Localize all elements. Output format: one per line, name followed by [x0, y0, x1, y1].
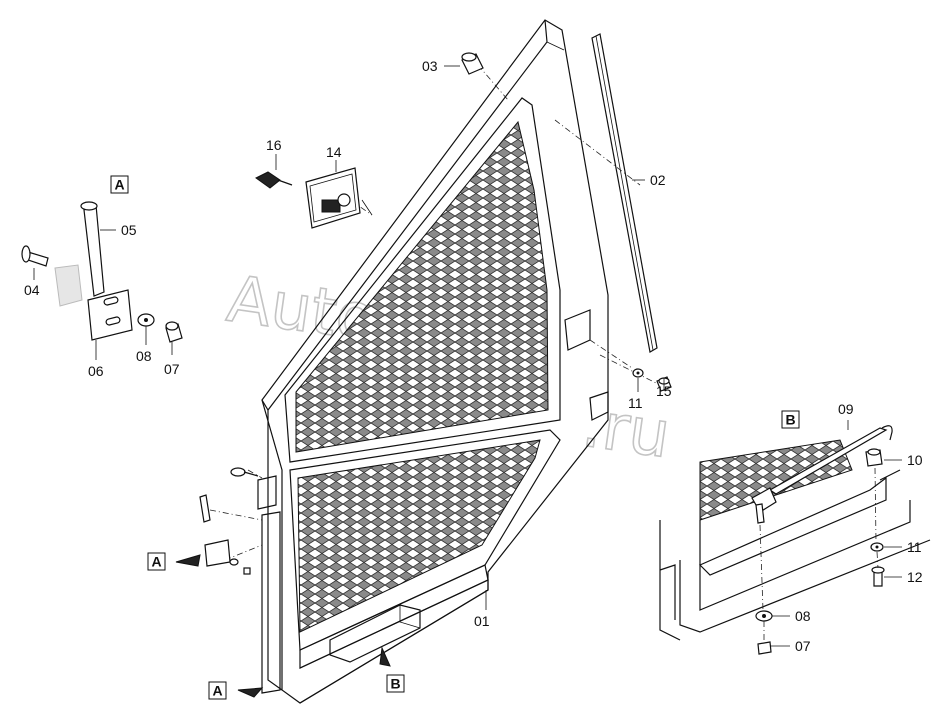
seal-strip	[591, 33, 658, 353]
svg-text:A: A	[212, 683, 222, 699]
detail-view-b	[659, 425, 931, 655]
part-03-cap	[461, 52, 484, 75]
callout-labels: 03 16 14 02 05 04 06 08 07 11 15 09 10 1…	[24, 58, 923, 654]
callout-01: 01	[474, 613, 490, 629]
callout-02: 02	[650, 172, 666, 188]
callout-06: 06	[88, 363, 104, 379]
svg-text:B: B	[785, 412, 795, 428]
callout-08: 08	[136, 348, 152, 364]
reference-arrows	[175, 554, 391, 698]
view-label-a-mid: A	[147, 552, 166, 571]
callout-15: 15	[656, 383, 672, 399]
callout-10: 10	[907, 452, 923, 468]
callout-05: 05	[121, 222, 137, 238]
upper-mesh	[295, 120, 549, 453]
part-16-key	[255, 171, 293, 189]
svg-text:A: A	[114, 177, 124, 193]
callout-11b: 11	[907, 539, 922, 555]
door-frame	[257, 19, 609, 704]
callout-11: 11	[628, 395, 643, 411]
view-label-b-detail: B	[781, 410, 800, 429]
svg-text:A: A	[151, 554, 161, 570]
callout-08b: 08	[795, 608, 811, 624]
callout-03: 03	[422, 58, 438, 74]
callout-04: 04	[24, 282, 40, 298]
part-14-lock	[305, 167, 361, 229]
callout-07b: 07	[795, 638, 811, 654]
callout-14: 14	[326, 144, 342, 160]
callout-07: 07	[164, 361, 180, 377]
svg-text:B: B	[390, 676, 400, 692]
callout-16: 16	[266, 137, 282, 153]
leader-lines	[33, 65, 902, 647]
view-label-b-bottom: B	[386, 674, 405, 693]
view-a-lower-hinge	[199, 467, 259, 575]
lower-mesh	[297, 439, 541, 633]
view-label-a-top: A	[110, 175, 129, 194]
callout-09: 09	[838, 401, 854, 417]
watermark-line2: .ru	[578, 388, 675, 473]
callout-12: 12	[907, 569, 923, 585]
view-a-hardware	[21, 201, 183, 343]
view-label-a-bottom: A	[208, 681, 227, 700]
